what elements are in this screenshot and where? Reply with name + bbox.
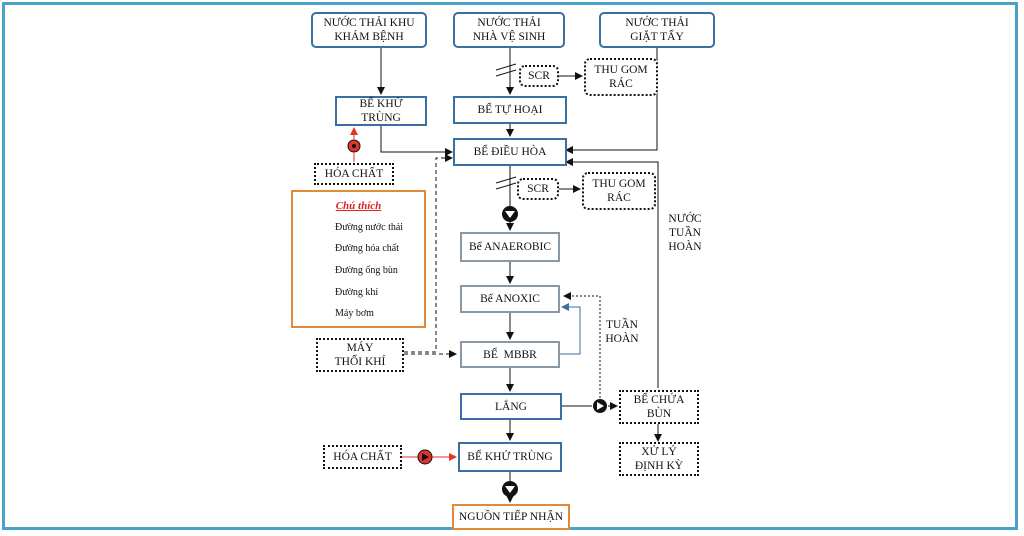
legend: Chú thích Đường nước thải Đường hóa chất… — [291, 190, 426, 328]
node-hoa-chat-bottom: HÓA CHẤT — [323, 445, 402, 469]
node-scr-1: SCR — [519, 65, 559, 87]
line-mbbr-recirculation — [560, 303, 581, 355]
pump-icon — [502, 206, 518, 222]
legend-title: Chú thích — [335, 200, 382, 212]
node-lang: LẮNG — [460, 393, 562, 420]
node-scr-2: SCR — [517, 178, 559, 200]
node-be-chua-bun: BỂ CHỨA BÙN — [619, 390, 699, 424]
legend-item-sludge: Đường ống bùn — [335, 265, 398, 276]
line-air-to-dieuhoa — [404, 154, 453, 353]
pump-icon — [502, 481, 518, 497]
node-xu-ly-dinh-ky: XỬ LÝ ĐỊNH KỲ — [619, 442, 699, 476]
node-be-tu-hoai: BỂ TỰ HOẠI — [453, 96, 567, 124]
node-thu-gom-rac-1: THU GOM RÁC — [584, 58, 658, 96]
node-be-dieu-hoa: BỂ ĐIỀU HÒA — [453, 138, 567, 166]
legend-item-air: Đường khí — [335, 287, 379, 298]
legend-item-chemical: Đường hóa chất — [335, 243, 400, 254]
line-khutrung-to-dieuhoa — [380, 126, 453, 156]
node-be-anaerobic: Bể ANAEROBIC — [460, 232, 560, 262]
node-be-mbbr: BỂ MBBR — [460, 341, 560, 368]
pump-icon — [593, 399, 607, 413]
chemical-pump-icon — [417, 449, 433, 465]
node-nguon-tiep-nhan: NGUỒN TIẾP NHẬN — [452, 504, 570, 530]
node-be-khu-trung-bottom: BỂ KHỬ TRÙNG — [458, 442, 562, 472]
node-nuoc-thai-nha-ve-sinh: NƯỚC THẢI NHÀ VỆ SINH — [453, 12, 565, 48]
legend-item-wastewater: Đường nước thải — [335, 222, 404, 233]
node-may-thoi-khi: MÁY THỔI KHÍ — [316, 338, 404, 372]
line-sludge-return — [563, 292, 601, 398]
node-nuoc-thai-giat-tay: NƯỚC THẢI GIẶT TẨY — [599, 12, 715, 48]
label-tuan-hoan: TUẦN HOÀN — [605, 319, 639, 345]
node-be-anoxic: Bể ANOXIC — [460, 285, 560, 313]
chemical-pump-icon — [347, 139, 361, 153]
node-nuoc-thai-khu-kham-benh: NƯỚC THẢI KHU KHÁM BỆNH — [311, 12, 427, 48]
line-nuoc-tuan-hoan — [565, 158, 659, 388]
legend-item-pump: Máy bơm — [335, 308, 374, 319]
node-thu-gom-rac-2: THU GOM RÁC — [582, 172, 656, 210]
label-nuoc-tuan-hoan: NƯỚC TUẦN HOÀN — [668, 213, 702, 253]
node-hoa-chat-top: HÓA CHẤT — [314, 163, 394, 185]
node-be-khu-trung-top: BỂ KHỬ TRÙNG — [335, 96, 427, 126]
